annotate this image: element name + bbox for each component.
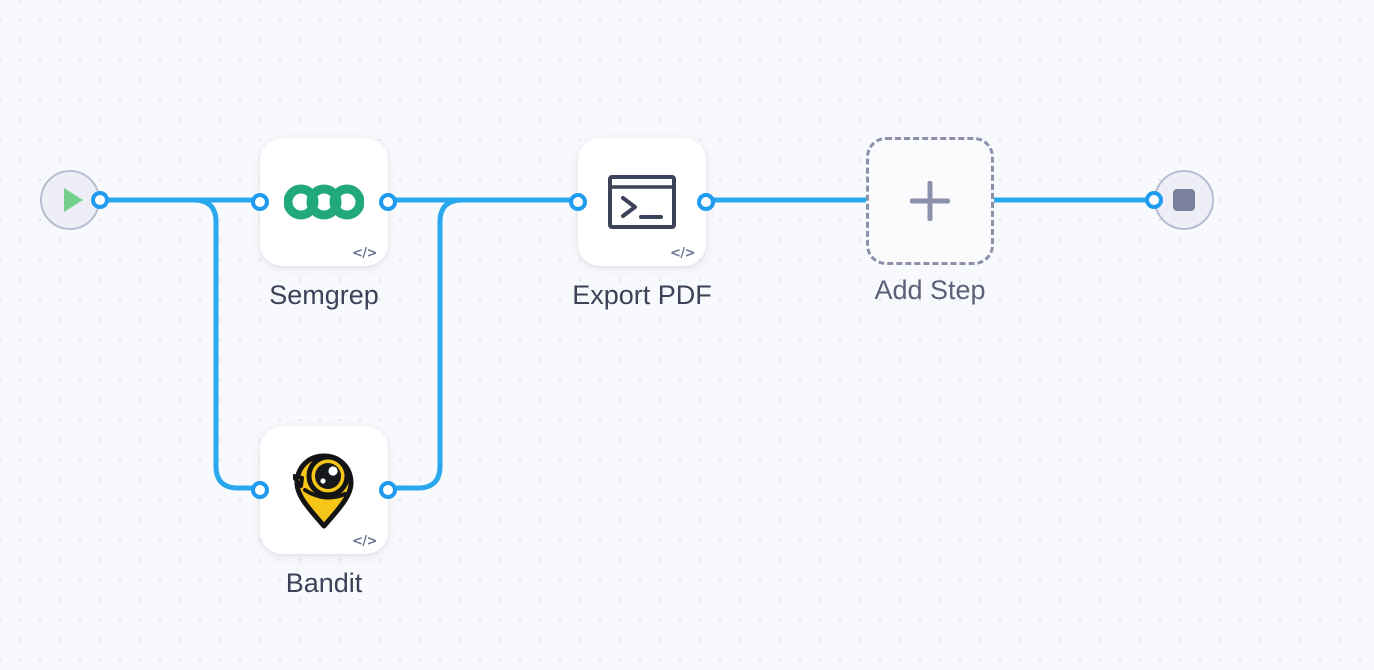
- start-output-port[interactable]: [91, 191, 109, 209]
- export-pdf-card[interactable]: </>: [569, 138, 715, 266]
- step-node-bandit[interactable]: </> Bandit: [251, 426, 397, 598]
- add-step-node[interactable]: Add Step: [866, 137, 994, 305]
- code-badge-icon: </>: [351, 534, 378, 549]
- start-node[interactable]: [40, 170, 109, 230]
- terminal-icon: [608, 175, 676, 229]
- bandit-label: Bandit: [285, 568, 363, 598]
- end-node[interactable]: [1145, 170, 1214, 230]
- edge-bandit-to-exportpdf: [385, 197, 581, 491]
- step-node-semgrep[interactable]: </> Semgrep: [251, 138, 397, 310]
- end-node-circle[interactable]: [1145, 170, 1214, 230]
- end-input-port[interactable]: [1145, 191, 1163, 209]
- export-pdf-label: Export PDF: [572, 280, 712, 310]
- semgrep-label: Semgrep: [269, 280, 379, 310]
- semgrep-output-port[interactable]: [379, 193, 397, 211]
- plus-icon: [910, 181, 950, 221]
- edge-start-to-bandit: [97, 197, 263, 491]
- code-badge-icon: </>: [351, 246, 378, 261]
- bandit-output-port[interactable]: [379, 481, 397, 499]
- add-step-label: Add Step: [874, 275, 986, 305]
- semgrep-card[interactable]: </>: [251, 138, 397, 266]
- code-badge-icon: </>: [669, 246, 696, 261]
- bandit-input-port[interactable]: [251, 481, 269, 499]
- export-pdf-output-port[interactable]: [697, 193, 715, 211]
- start-node-circle[interactable]: [40, 170, 109, 230]
- step-node-export-pdf[interactable]: </> Export PDF: [569, 138, 715, 310]
- add-step-box[interactable]: [866, 137, 994, 265]
- export-pdf-input-port[interactable]: [569, 193, 587, 211]
- play-icon: [63, 188, 83, 212]
- stop-icon: [1173, 189, 1195, 211]
- bandit-logo-icon: [293, 453, 354, 529]
- bandit-card[interactable]: </>: [251, 426, 397, 554]
- semgrep-logo-icon: [284, 184, 364, 220]
- semgrep-input-port[interactable]: [251, 193, 269, 211]
